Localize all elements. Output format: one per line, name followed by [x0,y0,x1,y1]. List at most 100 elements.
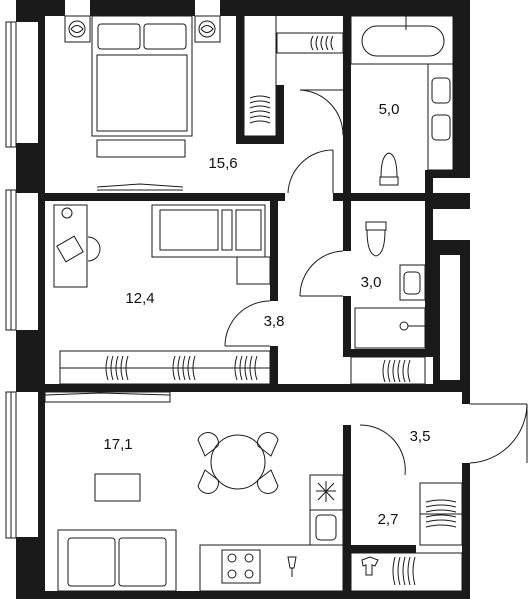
dining-table [210,434,266,490]
wall-bedroom-study [45,193,285,201]
kitchen-sink [315,514,337,541]
closet-hangers-1 [249,35,334,124]
bathtub [350,15,454,65]
wall-left-1 [38,22,45,143]
nightstand-right [194,15,221,43]
area-corridor: 3,8 [264,313,285,330]
wall-study-living [45,384,351,392]
bathtub-basin [361,25,445,57]
living-furniture [57,432,344,592]
side-table [236,256,271,285]
wardrobe-hangers-study [105,355,258,381]
dining-chair-1 [197,432,219,457]
tv-unit-living [44,392,171,396]
wall-bath-wc [333,193,470,201]
bathroom-fixtures [350,15,454,186]
door-hall-swing [359,424,406,476]
wardrobe-cabinet-bottom [350,552,463,592]
sink-2 [431,114,451,141]
desk-chair [87,236,101,262]
washer-cabinet [350,356,426,385]
nightstand-left [64,15,91,43]
wall-shaft-2 [433,201,470,209]
doors [224,89,528,476]
wall-closet-right [276,85,284,144]
wall-top-3 [220,0,470,16]
wall-entry-south [462,463,470,591]
desk-lamp-icon [61,207,73,219]
sink-1 [431,77,451,104]
area-bedroom: 15,6 [208,155,237,172]
sofa [57,529,177,592]
dining-chair-4 [257,469,279,494]
wall-right-top [453,0,470,170]
wall-corridor-south [343,384,470,392]
wall-shaft [425,170,433,201]
wall-bath-west [343,14,351,200]
wall-corridor-west [270,346,278,392]
walls [16,0,470,599]
fridge-icon [316,481,336,502]
wc-fixtures [350,221,426,385]
wall-left-2 [38,193,45,330]
closet-bath-side [276,32,344,54]
dining-chair-3 [197,469,219,494]
dining-chair-2 [257,432,279,457]
lamp-right-icon [198,20,216,38]
area-wardrobe: 2,7 [378,511,399,528]
windows-left [5,21,17,539]
wall-top-1 [45,0,65,16]
cooktop [221,549,261,584]
wc-toilet-tank [365,221,387,231]
wc-shower-shelf [354,307,426,349]
lamp-left-icon [68,20,86,38]
door-bedroom-swing [287,149,334,194]
sofa-bed-seat [159,209,219,251]
coffee-table [94,473,141,502]
wall-closet-bottom [236,136,284,144]
area-bathroom: 5,0 [379,101,400,118]
pillow-left [97,23,141,50]
desk [53,204,88,288]
wc-toilet-bowl [366,229,386,257]
kitchen-counter [199,544,344,592]
door-study-swing [224,300,271,347]
bedroom-furniture [64,13,344,191]
wall-corner-top-left [16,0,45,22]
wall-left-3 [38,392,45,537]
wall-wc-south [343,349,433,357]
wardrobe-fixtures [350,482,463,592]
wall-wc-west [343,201,351,251]
double-bed [91,15,193,137]
wall-pier-left-2 [16,330,45,392]
area-hall: 3,5 [410,428,431,445]
area-study: 12,4 [125,290,154,307]
door-entrance-swing [469,403,528,464]
wall-wardrobe-north [351,545,416,553]
wall-pier-left-3 [16,537,45,599]
tv-stand [44,391,171,403]
sofa-bed [151,204,266,258]
blanket [96,54,188,132]
laptop [56,235,84,263]
wall-wc-west-2 [343,296,351,356]
toilet-bowl [380,152,398,178]
wc-sink [399,264,426,301]
door-wc-swing [299,250,344,297]
closet-bedroom [243,13,277,137]
door-bath-swing [299,89,344,136]
wall-bottom [16,591,470,599]
wall-closet [236,14,244,144]
tshirt-icon [361,556,379,576]
area-wc: 3,0 [361,274,382,291]
pillow-right [143,23,187,50]
wall-study-east [270,201,278,301]
wall-bath-south-right [425,170,470,178]
double-vanity [427,63,454,171]
wall-wardrobe-west [343,475,351,591]
wall-entry-north [462,384,470,404]
wall-wc-east [425,201,433,356]
bench [96,139,186,158]
wall-pier-left-1 [16,143,45,193]
